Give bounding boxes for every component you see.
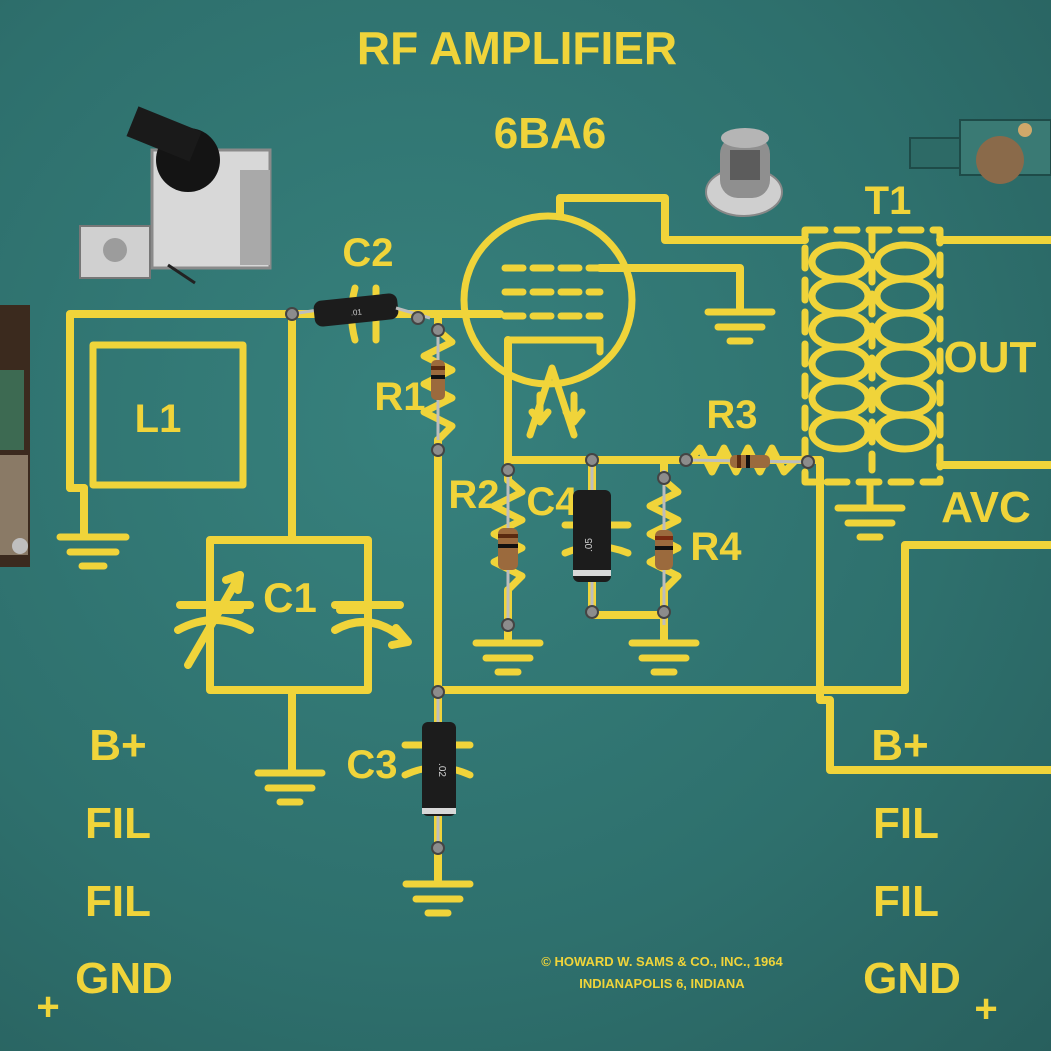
post-c2-right[interactable]	[411, 311, 425, 325]
ground-t1	[834, 504, 906, 541]
resistor-r2-part	[498, 470, 518, 625]
plus-mark-right: +	[974, 987, 997, 1031]
label-c1: C1	[263, 574, 317, 621]
post-r4-bottom[interactable]	[657, 605, 671, 619]
label-r4: R4	[690, 525, 742, 569]
label-c3: C3	[346, 743, 397, 787]
label-r2: R2	[448, 473, 499, 517]
tube-6ba6-symbol	[460, 212, 636, 439]
label-r1: R1	[374, 375, 425, 419]
post-r1-top[interactable]	[431, 323, 445, 337]
right-terminal-labels: B+ FIL FIL GND	[863, 721, 961, 1003]
post-c4-top[interactable]	[585, 453, 599, 467]
ground-r2	[472, 639, 544, 676]
terminal-right-gnd: GND	[863, 954, 961, 1003]
label-r3: R3	[706, 393, 757, 437]
post-r2-bottom[interactable]	[501, 618, 515, 632]
c4-marking-value: .05	[584, 538, 595, 552]
left-terminal-labels: B+ FIL FIL GND	[75, 721, 173, 1003]
terminal-left-fil-2: FIL	[85, 877, 151, 926]
c3-marking-value: .02	[436, 763, 447, 777]
post-r2-top[interactable]	[501, 463, 515, 477]
label-t1: T1	[865, 179, 912, 223]
schematic-wiring	[66, 194, 1051, 884]
resistor-r1-symbol	[420, 326, 456, 444]
tube-type-label: 6BA6	[494, 109, 607, 158]
knob-pointer	[126, 106, 202, 162]
terminal-left-gnd: GND	[75, 954, 173, 1003]
label-out: OUT	[944, 333, 1037, 382]
terminal-right-bplus: B+	[871, 721, 928, 770]
t1-primary-winding	[808, 241, 872, 453]
plus-mark-left: +	[36, 985, 59, 1029]
terminal-right-fil-1: FIL	[873, 799, 939, 848]
l1-physical-coil	[0, 305, 30, 567]
post-r4-top[interactable]	[657, 471, 671, 485]
board-title: RF AMPLIFIER	[357, 22, 677, 74]
terminal-right-fil-2: FIL	[873, 877, 939, 926]
post-r1-bottom[interactable]	[431, 443, 445, 457]
ground-tube	[704, 308, 776, 345]
label-l1: L1	[135, 397, 182, 441]
t1-secondary-winding	[873, 241, 937, 453]
terminal-left-bplus: B+	[89, 721, 146, 770]
label-c4: C4	[526, 480, 578, 524]
post-c2-left[interactable]	[285, 307, 299, 321]
copyright-line-2: INDIANAPOLIS 6, INDIANA	[579, 976, 745, 991]
resistor-r1-part	[431, 330, 445, 440]
vacuum-tube-6ba6	[705, 128, 783, 217]
ground-l1	[56, 533, 130, 570]
capacitor-c3-part: .02	[422, 690, 456, 848]
ground-c3	[402, 880, 474, 917]
resistor-r2-symbol	[490, 476, 526, 594]
variable-capacitor-assembly[interactable]	[79, 106, 272, 285]
post-c4-bottom[interactable]	[585, 605, 599, 619]
transformer-t1-can	[909, 119, 1051, 184]
label-avc: AVC	[941, 483, 1031, 532]
ground-r4	[628, 639, 700, 676]
copyright-line-1: © HOWARD W. SAMS & CO., INC., 1964	[541, 954, 783, 969]
post-r3-right[interactable]	[801, 455, 815, 469]
c2-marking-value: .01	[350, 307, 363, 317]
capacitor-c4-part: .05	[573, 460, 611, 615]
terminal-left-fil-1: FIL	[85, 799, 151, 848]
solder-posts[interactable]	[285, 307, 815, 855]
resistor-r4-part	[655, 470, 673, 625]
resistor-r4-symbol	[646, 476, 682, 594]
post-c3-bottom[interactable]	[431, 841, 445, 855]
transformer-t1-symbol	[801, 226, 944, 509]
coil-l1-symbol	[89, 341, 247, 489]
label-c2: C2	[342, 231, 393, 275]
variable-capacitor-c1-symbol	[174, 571, 412, 669]
post-c3-top[interactable]	[431, 685, 445, 699]
post-r3-left[interactable]	[679, 453, 693, 467]
ground-symbols	[56, 308, 906, 917]
ground-c1	[254, 769, 326, 806]
resistor-r3-part	[685, 455, 811, 468]
